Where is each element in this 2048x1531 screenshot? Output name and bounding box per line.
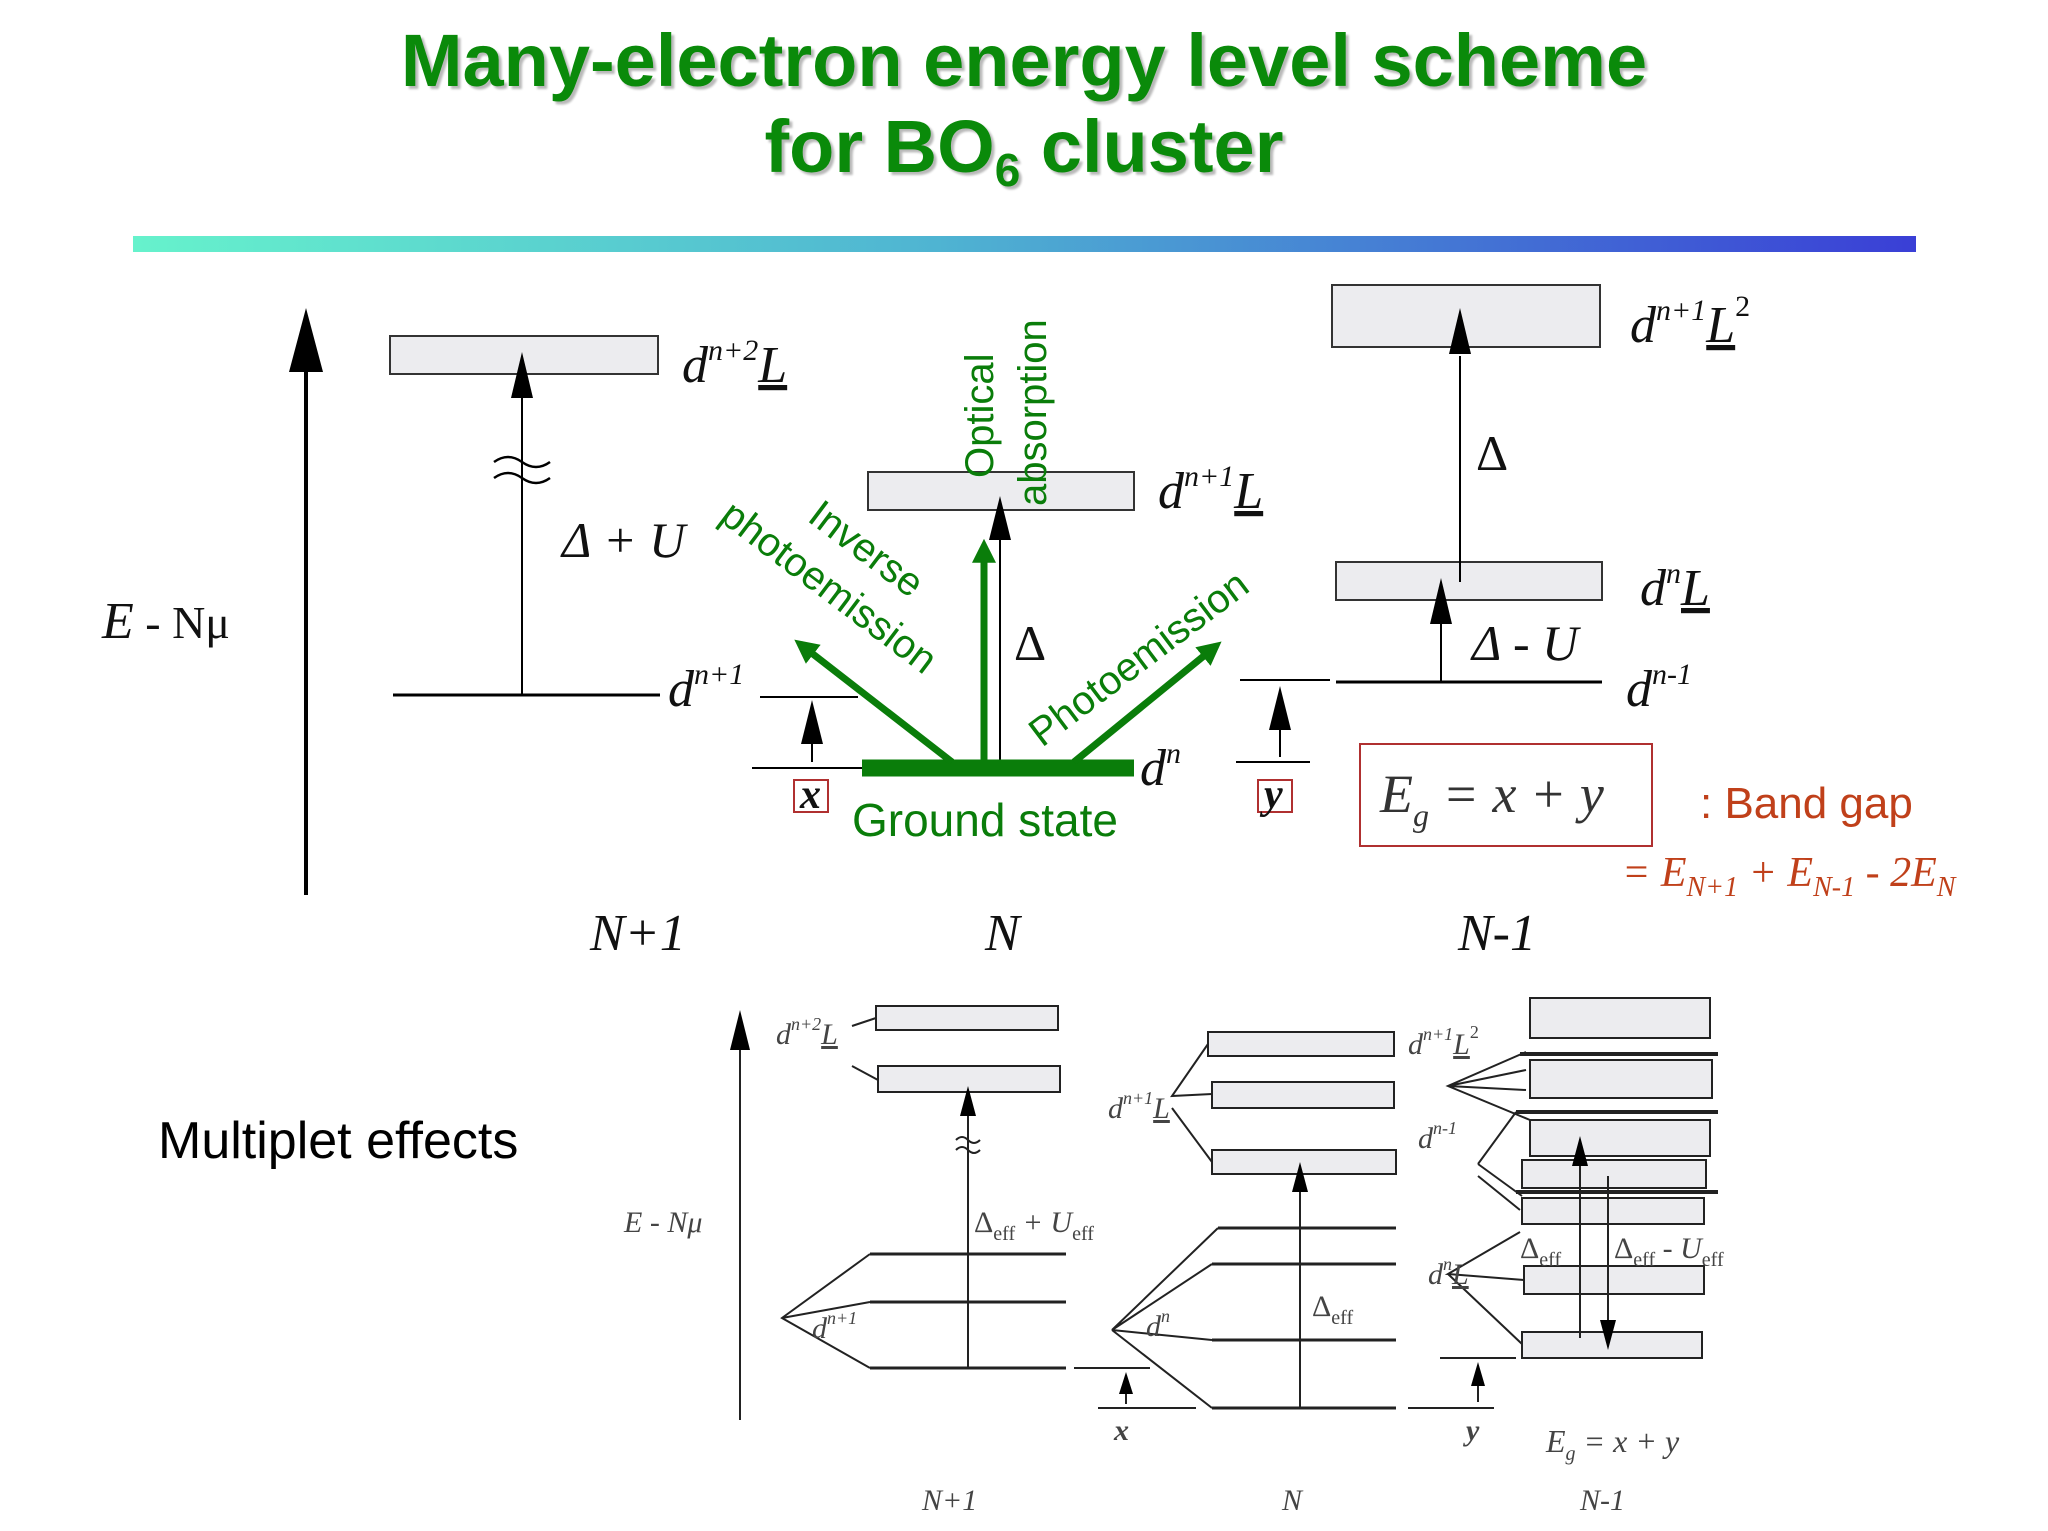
- b-box-dn2L: [875, 1005, 1059, 1031]
- b-arrowhead-n1-down: [1600, 1320, 1616, 1350]
- b-label-delta-eff-n1: Δeff: [1520, 1232, 1561, 1271]
- b-label-x: x: [1113, 1414, 1129, 1447]
- arrowhead-delta-u: [511, 352, 533, 398]
- b-y-arrowhead: [1471, 1362, 1485, 1386]
- title-line-2-sub: 6: [994, 144, 1021, 196]
- y-frame: [1257, 779, 1293, 813]
- eg-frame: [1359, 743, 1653, 847]
- label-gap-definition: = EN+1 + EN-1 - 2EN: [1622, 850, 1957, 903]
- b-label-delta-u-eff: Δeff + Ueff: [974, 1206, 1094, 1245]
- b-box-n1-3: [1529, 1119, 1711, 1157]
- b-box-n1-6: [1523, 1265, 1705, 1295]
- page-title: Many-electron energy level scheme for BO…: [0, 18, 2048, 193]
- label-delta-minus-u: Δ - U: [1470, 615, 1581, 671]
- label-delta-plus-u: Δ + U: [560, 512, 688, 568]
- top-axis-label: E - Nμ: [101, 593, 230, 650]
- b-box-n1-4: [1521, 1159, 1707, 1189]
- b-break-mark: [955, 1136, 981, 1154]
- b-box-dn1L-b: [1211, 1081, 1395, 1109]
- b-bracket-dnm1: [1477, 1111, 1523, 1211]
- label-delta-right: Δ: [1476, 425, 1508, 481]
- b-bracket-dn1L2: [1445, 1051, 1531, 1121]
- label-n-minus-1: N-1: [1457, 905, 1536, 962]
- label-dnL: dnL: [1640, 557, 1710, 617]
- b-label-dn1: dn+1: [812, 1308, 857, 1345]
- arrowhead-delta-minus-u: [1430, 578, 1452, 624]
- b-label-dn1L2: dn+1L2: [1408, 1022, 1479, 1061]
- b-box-n1-5: [1521, 1197, 1705, 1225]
- transition-arrows: [794, 538, 1222, 765]
- b-bracket-dn1L: [1170, 1043, 1213, 1163]
- label-dn1L: dn+1L: [1158, 460, 1263, 520]
- label-band-gap: : Band gap: [1700, 779, 1913, 828]
- label-multiplet-effects: Multiplet effects: [158, 1112, 518, 1170]
- b-arrowhead-n: [1292, 1162, 1308, 1192]
- b-arrowhead-n1-up: [1572, 1136, 1588, 1166]
- b-label-dnL: dnL: [1428, 1254, 1469, 1291]
- label-delta-mid: Δ: [1014, 615, 1046, 671]
- label-absorption: absorption: [1011, 319, 1055, 506]
- label-dn-1: dn-1: [1626, 658, 1692, 718]
- title-line-2-pre: for BO: [764, 105, 995, 188]
- label-x: x: [799, 772, 821, 818]
- b-box-dn1L-c: [1211, 1149, 1397, 1175]
- label-photoemission: Photoemission: [1021, 562, 1257, 755]
- gradient-divider: [133, 236, 1916, 252]
- label-dn1: dn+1: [668, 658, 744, 718]
- label-optical: Optical: [958, 354, 1002, 479]
- b-box-n1-2: [1529, 1059, 1713, 1099]
- arrowhead-delta: [989, 496, 1011, 540]
- b-bracket-n1: [780, 1253, 871, 1369]
- arrow-inverse-photoemission: [794, 639, 955, 765]
- label-n: N: [984, 905, 1023, 962]
- break-mark: [493, 455, 551, 485]
- b-label-delta-eff-minus-u: Δeff - Ueff: [1614, 1232, 1724, 1271]
- b-box-n1-1: [1529, 997, 1711, 1039]
- title-line-2-post: cluster: [1020, 105, 1284, 188]
- b-label-dn1L: dn+1L: [1108, 1088, 1170, 1125]
- energy-axis-arrowhead: [289, 308, 323, 372]
- b-box-dn1L-a: [1207, 1031, 1395, 1057]
- x-gap-arrowhead: [801, 700, 823, 744]
- b-box-dn2L-2: [877, 1065, 1061, 1093]
- eg-formula: Eg = x + y: [1379, 764, 1604, 833]
- y-gap-arrowhead: [1269, 686, 1291, 730]
- title-line-1: Many-electron energy level scheme: [400, 19, 1648, 102]
- arrow-photoemission: [1071, 641, 1222, 765]
- label-dn2L: dn+2L: [682, 334, 787, 394]
- b-label-n-minus-1: N-1: [1579, 1484, 1625, 1517]
- label-ground-state: Ground state: [852, 794, 1118, 846]
- b-bracket-dnL: [1444, 1231, 1525, 1345]
- b-arrowhead-n1: [960, 1086, 976, 1116]
- bottom-axis-arrowhead: [730, 1010, 750, 1050]
- top-diagram: [289, 284, 1653, 895]
- b-bracket-n: [1111, 1227, 1219, 1409]
- label-n-plus-1: N+1: [589, 905, 686, 962]
- title-line-2: for BO6 cluster: [0, 104, 2048, 193]
- x-frame: [793, 779, 829, 813]
- b-label-y: y: [1463, 1414, 1480, 1447]
- b-label-dnm1: dn-1: [1418, 1118, 1457, 1155]
- b-label-n: N: [1281, 1484, 1304, 1517]
- b-x-arrowhead: [1119, 1372, 1133, 1394]
- label-dn: dn: [1140, 737, 1181, 797]
- b-bracket-dn2L: [851, 1017, 879, 1081]
- box-dnL: [1335, 561, 1603, 601]
- arrowhead-delta-n1: [1449, 308, 1471, 354]
- b-label-dn: dn: [1146, 1306, 1170, 1343]
- b-box-n1-7: [1521, 1331, 1703, 1359]
- b-label-delta-eff-n: Δeff: [1312, 1290, 1353, 1329]
- b-label-n-plus-1: N+1: [921, 1484, 977, 1517]
- bottom-diagram: [730, 997, 1718, 1420]
- b-axis-label: E - Nμ: [623, 1206, 702, 1239]
- b-label-dn2L: dn+2L: [776, 1014, 838, 1051]
- b-label-eg: Eg = x + y: [1545, 1423, 1680, 1465]
- label-dn1L2: dn+1L2: [1630, 290, 1750, 354]
